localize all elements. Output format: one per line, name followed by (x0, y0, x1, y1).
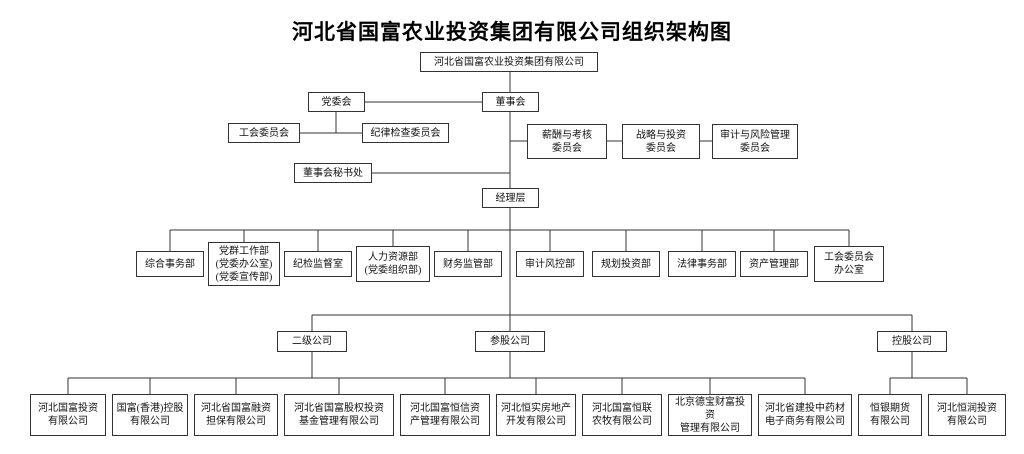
org-node-dept-legal-affairs: 法律事务部 (668, 251, 736, 277)
org-node-audit-risk-committee: 审计与风险管理 委员会 (712, 124, 798, 159)
org-node-category-secondary-companies: 二级公司 (277, 331, 347, 352)
org-node-management: 经理层 (482, 188, 539, 208)
org-node-company-8: 河北省建投中药材 电子商务有限公司 (758, 394, 852, 436)
org-node-root: 河北省国富农业投资集团有限公司 (420, 52, 598, 72)
org-node-remuneration-committee: 薪酬与考核 委员会 (527, 124, 607, 159)
org-node-dept-human-resources: 人力资源部 (党委组织部) (356, 246, 430, 282)
org-node-company-2: 河北省国富融资 担保有限公司 (194, 394, 278, 436)
org-node-company-0: 河北国富投资 有限公司 (30, 394, 106, 436)
org-node-strategy-investment-committee: 战略与投资 委员会 (622, 124, 700, 159)
chart-title: 河北省国富农业投资集团有限公司组织架构图 (292, 20, 732, 44)
org-node-dept-audit-risk-control: 审计风控部 (516, 251, 584, 277)
org-node-party-committee: 党委会 (308, 92, 365, 112)
org-node-company-7: 北京德宝财富投资 管理有限公司 (668, 394, 752, 436)
org-node-company-5: 河北恒实房地产 开发有限公司 (496, 394, 576, 436)
org-node-category-holding-companies: 控股公司 (877, 331, 947, 352)
org-node-board: 董事会 (482, 92, 539, 112)
org-node-dept-party-mass-work: 党群工作部 (党委办公室) (党委宣传部) (208, 242, 280, 286)
org-node-dept-asset-management: 资产管理部 (740, 251, 808, 277)
org-node-board-secretariat: 董事会秘书处 (294, 163, 372, 183)
org-node-company-9: 恒银期货 有限公司 (858, 394, 922, 436)
org-node-union-committee: 工会委员会 (228, 123, 300, 143)
org-node-category-participating-companies: 参股公司 (475, 331, 545, 352)
org-node-discipline-inspection-committee: 纪律检查委员会 (362, 123, 449, 143)
org-node-dept-finance-supervision: 财务监管部 (434, 251, 502, 277)
org-node-dept-discipline-supervision: 纪检监督室 (284, 251, 352, 277)
org-node-dept-union-office: 工会委员会 办公室 (814, 246, 884, 282)
org-node-company-6: 河北国富恒联 农牧有限公司 (582, 394, 662, 436)
org-node-dept-planning-investment: 规划投资部 (592, 251, 660, 277)
org-node-company-10: 河北恒润投资 有限公司 (928, 394, 1006, 436)
org-node-company-1: 国富(香港)控股 有限公司 (112, 394, 188, 436)
org-node-company-4: 河北国富恒信资 产管理有限公司 (400, 394, 490, 436)
org-node-dept-general-affairs: 综合事务部 (136, 251, 204, 277)
org-node-company-3: 河北省国富股权投资 基金管理有限公司 (284, 394, 394, 436)
